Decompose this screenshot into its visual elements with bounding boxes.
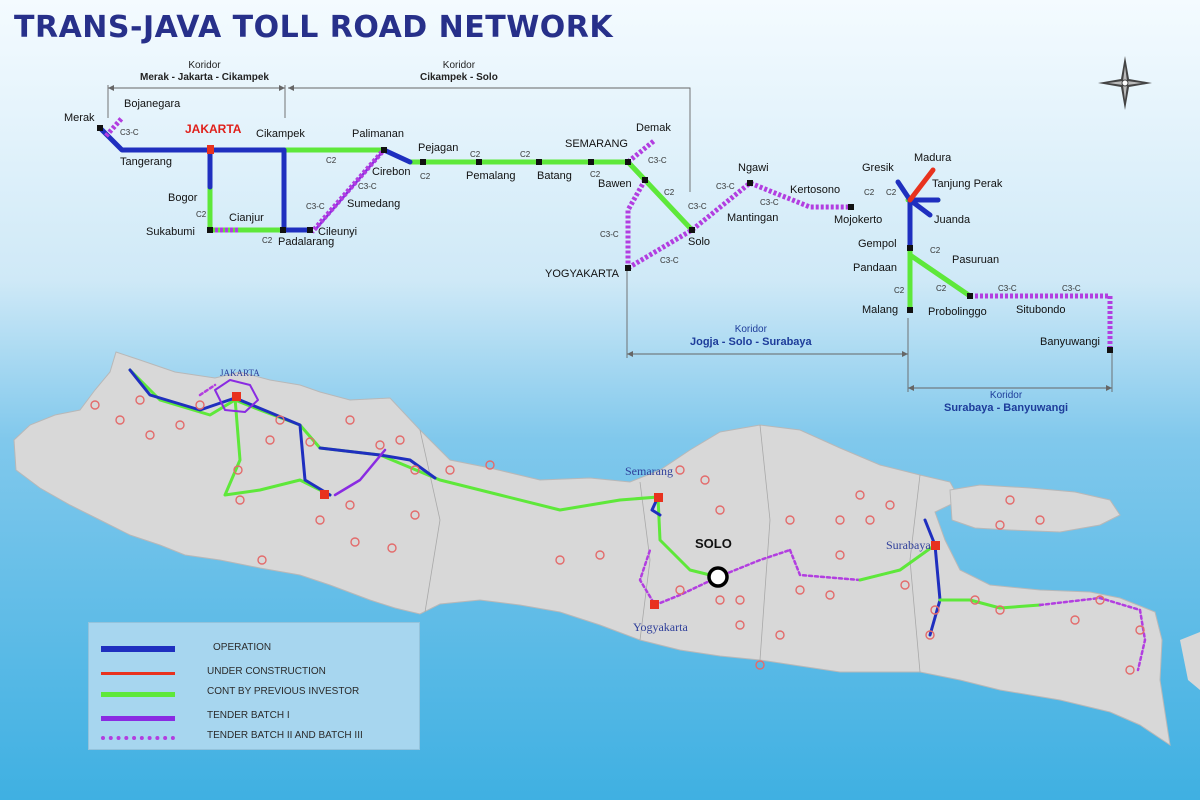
label-pasuruan: Pasuruan — [952, 254, 1000, 266]
label-padalarang: Padalarang — [278, 236, 335, 248]
label-bojanegara: Bojanegara — [124, 98, 181, 110]
label-semarang: SEMARANG — [565, 138, 628, 150]
code-c2: C2 — [196, 210, 207, 219]
code-c3c: C3-C — [600, 230, 619, 239]
label-pandaan: Pandaan — [853, 262, 898, 274]
schematic-red — [907, 167, 936, 203]
label-situbondo: Situbondo — [1016, 304, 1066, 316]
code-c3c: C3-C — [716, 182, 735, 191]
island-major-cities — [232, 392, 940, 609]
label-malang: Malang — [862, 304, 899, 316]
label-demak: Demak — [636, 122, 671, 134]
island-label-jakarta: JAKARTA — [220, 368, 260, 378]
bali-tip — [1180, 632, 1200, 690]
code-c2: C2 — [590, 170, 601, 179]
label-sumedang: Sumedang — [347, 198, 401, 210]
code-c2: C2 — [420, 172, 431, 181]
label-juanda: Juanda — [934, 214, 971, 226]
legend-swatch-under-construction — [101, 672, 175, 675]
label-banyuwangi: Banyuwangi — [1040, 336, 1100, 348]
code-c3c: C3-C — [760, 198, 779, 207]
legend-label-previous-investor: CONT BY PREVIOUS INVESTOR — [207, 686, 360, 697]
legend-label-tender-batch-2-3: TENDER BATCH II AND BATCH III — [207, 730, 363, 741]
label-cileunyi: Cileunyi — [318, 226, 358, 238]
province-borders — [419, 424, 921, 673]
corridor-brackets — [107, 85, 1113, 392]
label-palimanan: Palimanan — [352, 128, 404, 140]
label-mantingan: Mantingan — [727, 212, 779, 224]
label-yogyakarta: YOGYAKARTA — [545, 268, 619, 280]
label-jakarta: JAKARTA — [185, 122, 242, 136]
madura-island — [949, 484, 1121, 533]
code-c2: C2 — [520, 150, 531, 159]
label-solo: Solo — [688, 236, 711, 248]
island-city-markers — [90, 395, 1145, 675]
label-sukabumi: Sukabumi — [146, 226, 195, 238]
label-probolinggo: Probolinggo — [928, 306, 987, 318]
legend-item-previous-investor: CONT BY PREVIOUS INVESTOR — [89, 685, 419, 703]
code-c2: C2 — [936, 284, 947, 293]
legend-item-under-construction: UNDER CONSTRUCTION — [89, 665, 419, 683]
code-c3c: C3-C — [688, 202, 707, 211]
island-label-semarang: Semarang — [625, 464, 673, 478]
code-c2: C2 — [864, 188, 875, 197]
code-c2: C2 — [886, 188, 897, 197]
code-c2: C2 — [470, 150, 481, 159]
code-c2: C2 — [262, 236, 273, 245]
code-c3c: C3-C — [358, 182, 377, 191]
legend: OPERATION UNDER CONSTRUCTION CONT BY PRE… — [88, 622, 420, 750]
legend-label-under-construction: UNDER CONSTRUCTION — [207, 666, 326, 677]
legend-item-tender-batch-2-3: TENDER BATCH II AND BATCH III — [89, 729, 419, 747]
legend-swatch-tender-batch-2-3 — [101, 736, 175, 740]
legend-swatch-operation — [101, 646, 175, 652]
island-label-surabaya: Surabaya — [886, 538, 931, 552]
label-gempol: Gempol — [858, 238, 897, 250]
label-cirebon: Cirebon — [372, 166, 411, 178]
label-pejagan: Pejagan — [418, 142, 459, 154]
legend-label-operation: OPERATION — [213, 642, 272, 653]
code-c3c: C3-C — [998, 284, 1017, 293]
label-pemalang: Pemalang — [466, 170, 516, 182]
label-merak: Merak — [64, 112, 95, 124]
code-c3c: C3-C — [648, 156, 667, 165]
label-gresik: Gresik — [862, 162, 894, 174]
code-c2: C2 — [664, 188, 675, 197]
compass-rose — [1098, 56, 1152, 110]
island-roads — [128, 368, 1147, 672]
code-c3c: C3-C — [120, 128, 139, 137]
label-tanjung-perak: Tanjung Perak — [932, 178, 1003, 190]
label-kertosono: Kertosono — [790, 184, 841, 196]
code-c2: C2 — [326, 156, 337, 165]
label-mojokerto: Mojokerto — [834, 214, 883, 226]
code-c2: C2 — [894, 286, 905, 295]
label-batang: Batang — [537, 170, 572, 182]
label-bawen: Bawen — [598, 178, 632, 190]
legend-swatch-tender-batch-1 — [101, 716, 175, 721]
corridor-arrowheads — [108, 85, 1112, 391]
code-c3c: C3-C — [1062, 284, 1081, 293]
code-c2: C2 — [930, 246, 941, 255]
label-madura: Madura — [914, 152, 952, 164]
legend-item-operation: OPERATION — [89, 641, 419, 659]
legend-item-tender-batch-1: TENDER BATCH I — [89, 709, 419, 727]
island-label-yogyakarta: Yogyakarta — [633, 620, 688, 634]
schematic-purple-dotted — [104, 116, 1113, 350]
code-c3c: C3-C — [660, 256, 679, 265]
label-bogor: Bogor — [168, 192, 198, 204]
legend-swatch-previous-investor — [101, 692, 175, 697]
map-title: TRANS-JAVA TOLL ROAD NETWORK — [14, 10, 614, 45]
code-c3c: C3-C — [306, 202, 325, 211]
island-label-solo: SOLO — [695, 536, 732, 551]
label-ngawi: Ngawi — [738, 162, 769, 174]
schematic-nodes — [97, 125, 1113, 353]
legend-label-tender-batch-1: TENDER BATCH I — [207, 710, 290, 721]
label-cikampek: Cikampek — [256, 128, 305, 140]
label-tangerang: Tangerang — [120, 156, 172, 168]
label-cianjur: Cianjur — [229, 212, 264, 224]
